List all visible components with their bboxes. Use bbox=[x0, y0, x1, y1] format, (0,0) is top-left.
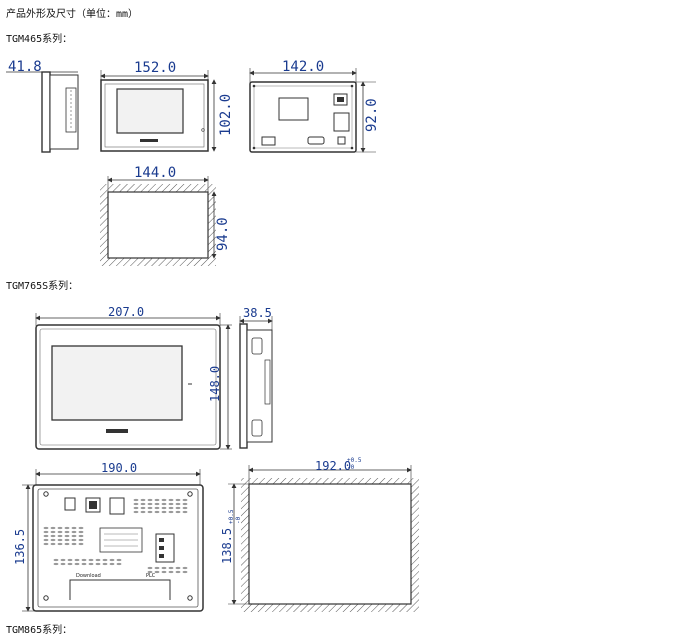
tgm465-front-height-label: 102.0 bbox=[218, 94, 234, 136]
tgm465-cutout-width-label: 144.0 bbox=[134, 165, 176, 181]
tgm765s-cutout-width-tol-upper: +0.5 bbox=[347, 457, 362, 464]
tgm765s-back-height-label: 136.5 bbox=[13, 529, 27, 565]
section-title-tgm465: TGM465系列： bbox=[6, 34, 73, 45]
tgm465-back-width-label: 142.0 bbox=[282, 59, 324, 75]
page-heading: 产品外形及尺寸（单位：mm） bbox=[6, 9, 139, 20]
tgm465-front-width-label: 152.0 bbox=[134, 60, 176, 76]
tgm765s-side-view bbox=[239, 316, 273, 449]
tgm765s-side-depth-label: 38.5 bbox=[243, 306, 272, 320]
tgm765s-cutout-height-label: 138.5 bbox=[220, 528, 234, 564]
tgm465-back-view bbox=[249, 68, 376, 153]
tgm765s-back-width-label: 190.0 bbox=[101, 461, 137, 475]
tgm465-side-view bbox=[6, 71, 79, 153]
tgm465-front-view bbox=[100, 70, 217, 152]
section-title-tgm765s: TGM765S系列： bbox=[6, 281, 79, 292]
tgm765s-back-vents bbox=[43, 498, 188, 574]
tgm765s-cutout-width-label: 192.0 bbox=[315, 459, 351, 473]
tgm765s-panel-cutout bbox=[228, 465, 419, 612]
tgm765s-cutout-height-tol-lower: -0 bbox=[235, 516, 242, 524]
tgm765s-front-view bbox=[35, 313, 232, 450]
tgm765s-back-plc-label: PLC bbox=[146, 573, 156, 579]
tgm765s-front-height-label: 148.0 bbox=[208, 366, 222, 402]
tgm765s-cutout-width-tol-lower: -0 bbox=[347, 464, 355, 471]
tgm765s-back-view bbox=[22, 469, 204, 612]
section-title-tgm865: TGM865系列： bbox=[6, 625, 73, 636]
tgm765s-front-width-label: 207.0 bbox=[108, 305, 144, 319]
tgm765s-back-download-label: Download bbox=[76, 573, 101, 579]
tgm765s-cutout-height-tol-upper: +0.5 bbox=[228, 509, 235, 524]
tgm465-panel-cutout bbox=[100, 176, 217, 266]
tgm465-back-height-label: 92.0 bbox=[364, 98, 380, 132]
tgm465-cutout-height-label: 94.0 bbox=[215, 217, 231, 251]
tgm465-side-depth-label: 41.8 bbox=[8, 59, 42, 75]
